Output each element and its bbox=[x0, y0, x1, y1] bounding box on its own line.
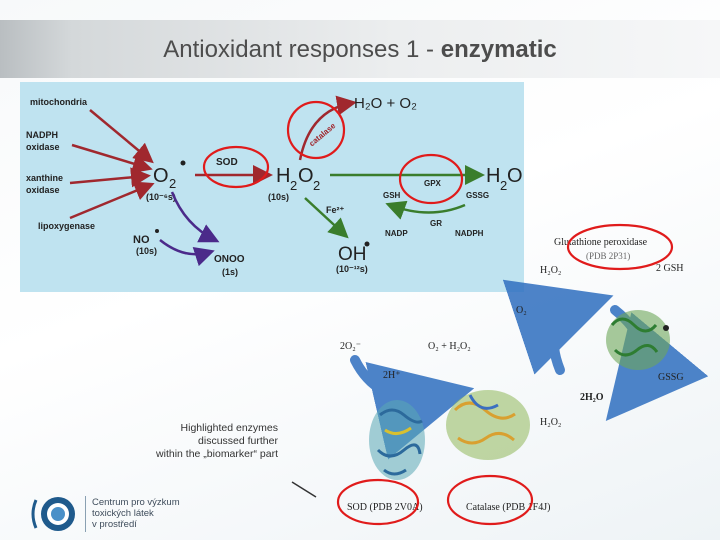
arrow-gr bbox=[385, 200, 466, 220]
gssg-product: GSSG bbox=[658, 372, 684, 383]
arrow-nadph-o2 bbox=[71, 143, 153, 174]
nadp-label: NADP bbox=[385, 229, 408, 238]
onoo-label: ONOO bbox=[214, 254, 245, 265]
catalase-label: catalase bbox=[307, 121, 337, 149]
no-label: NO bbox=[133, 234, 150, 246]
h2o2-h: H bbox=[276, 165, 290, 187]
gr-label: GR bbox=[430, 219, 442, 228]
highlight-catalase-structure bbox=[446, 474, 534, 526]
gpx-protein bbox=[606, 310, 670, 370]
highlight-note: Highlighted enzymes discussed further wi… bbox=[120, 422, 278, 461]
top-products: H₂O + O₂ bbox=[354, 95, 417, 112]
arrow-o2-onoo bbox=[170, 191, 220, 243]
arrow-lipox-o2 bbox=[69, 181, 155, 220]
gpx-label: GPX bbox=[424, 179, 442, 188]
h2o2-catalase-substrate: H₂O₂ bbox=[540, 417, 561, 428]
fe-label: Fe²⁺ bbox=[326, 205, 345, 215]
sod-products: O₂ + H₂O₂ bbox=[428, 341, 471, 352]
h2o-sub: 2 bbox=[500, 178, 507, 193]
o2-sub: 2 bbox=[169, 176, 176, 191]
source-nadph: NADPH bbox=[26, 130, 58, 140]
note-line-1: Highlighted enzymes bbox=[180, 422, 278, 434]
o2-lifetime: (10⁻⁶s) bbox=[146, 192, 176, 202]
highlight-sod bbox=[202, 145, 270, 189]
sod-name: SOD (PDB 2V0A) bbox=[347, 502, 423, 513]
title-bold: enzymatic bbox=[440, 36, 557, 63]
o2-radical-dot bbox=[180, 160, 186, 166]
note-line-3: within the „biomarker“ part bbox=[156, 448, 278, 460]
note-pointer bbox=[291, 481, 317, 498]
title-bar bbox=[0, 20, 720, 78]
slide-title: Antioxidant responses 1 - enzymatic bbox=[0, 36, 720, 64]
ros-pathway-panel bbox=[20, 82, 524, 292]
gssg-label: GSSG bbox=[466, 191, 489, 200]
note-line-2: discussed further bbox=[198, 435, 278, 447]
h2o2-reactant: H₂O₂ bbox=[540, 265, 561, 276]
logo-divider bbox=[85, 496, 86, 532]
arrow-mito-o2 bbox=[89, 109, 154, 164]
h2o2-sub2: 2 bbox=[313, 178, 320, 193]
logo-line-2: toxických látek bbox=[92, 508, 154, 519]
h2o-h: H bbox=[486, 165, 500, 187]
oh-label: OH bbox=[338, 244, 367, 265]
gsh-reactant: 2 GSH bbox=[656, 263, 684, 274]
catalase-protein bbox=[446, 390, 530, 460]
highlight-gpx-structure bbox=[566, 223, 674, 271]
superoxide-reactant: 2O₂⁻ bbox=[340, 341, 361, 352]
arrow-xanthine-o2 bbox=[69, 167, 151, 188]
nadph-label: NADPH bbox=[455, 229, 484, 238]
h2o2-lifetime: (10s) bbox=[268, 192, 289, 202]
logo-mark bbox=[31, 497, 75, 531]
oh-radical-dot bbox=[364, 241, 370, 247]
logo-line-3: v prostředí bbox=[92, 519, 137, 530]
arrow-no-onoo bbox=[159, 239, 215, 267]
no-radical-dot bbox=[155, 229, 159, 233]
arrow-sod-cycle bbox=[350, 355, 475, 460]
source-nadph-oxidase: oxidase bbox=[26, 142, 60, 152]
source-lipoxygenase: lipoxygenase bbox=[38, 221, 95, 231]
catalase-name: Catalase (PDB 1F4J) bbox=[466, 502, 550, 513]
o2-product: O₂ bbox=[516, 305, 527, 316]
source-xanthine-oxidase: oxidase bbox=[26, 185, 60, 195]
gpx-name: Glutathione peroxidase bbox=[554, 237, 648, 248]
h2o-o: O bbox=[507, 165, 523, 187]
proton-reactant: 2H⁺ bbox=[383, 370, 401, 381]
highlight-sod-structure bbox=[336, 478, 420, 526]
logo-line-1: Centrum pro výzkum bbox=[92, 497, 180, 508]
arrow-catalase-cycle bbox=[502, 279, 614, 375]
o2-label: O bbox=[153, 165, 169, 187]
highlight-catalase bbox=[286, 100, 346, 160]
h2o2-sub1: 2 bbox=[290, 178, 297, 193]
source-mitochondria: mitochondria bbox=[30, 97, 88, 107]
highlight-gpx bbox=[398, 153, 464, 205]
gsh-label: GSH bbox=[383, 191, 401, 200]
arrow-fenton bbox=[304, 197, 349, 239]
gpx-pdb: (PDB 2P31) bbox=[586, 251, 630, 261]
logo-text: Centrum pro výzkum toxických látek v pro… bbox=[92, 497, 180, 530]
water-product: 2H₂O bbox=[580, 392, 604, 403]
sod-label: SOD bbox=[216, 157, 238, 168]
title-main: Antioxidant responses 1 - bbox=[163, 36, 441, 63]
source-xanthine: xanthine bbox=[26, 173, 63, 183]
oh-lifetime: (10⁻¹²s) bbox=[336, 264, 368, 274]
h2o2-o: O bbox=[298, 165, 314, 187]
no-lifetime: (10s) bbox=[136, 246, 157, 256]
sod-protein bbox=[369, 400, 425, 480]
onoo-lifetime: (1s) bbox=[222, 267, 238, 277]
arrow-catalase bbox=[298, 95, 357, 161]
